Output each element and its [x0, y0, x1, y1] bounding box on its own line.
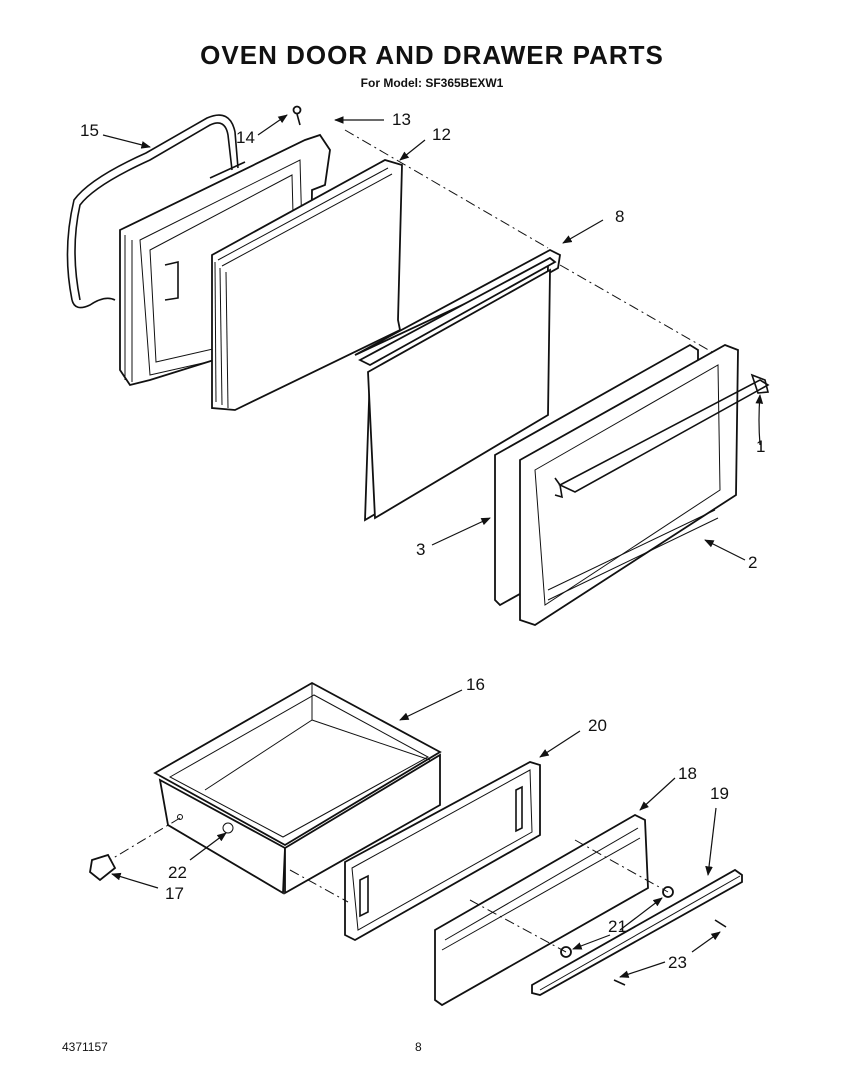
- callout-15: 15: [80, 121, 99, 140]
- assembly-line: [109, 817, 181, 861]
- callout-21: 21: [608, 917, 627, 936]
- outer-door-frame-part: [519, 344, 770, 626]
- leader-21a: [619, 897, 663, 931]
- leader-12: [399, 139, 426, 161]
- callout-13: 13: [392, 110, 411, 129]
- leader-22: [189, 832, 227, 861]
- assembly-line: [559, 264, 713, 353]
- assembly-line: [289, 869, 349, 903]
- drawer-rail-part: [531, 868, 743, 996]
- leader-16: [399, 689, 463, 721]
- document-number: 4371157: [62, 1040, 108, 1054]
- door-glass-part: [354, 248, 561, 522]
- callout-18: 18: [678, 764, 697, 783]
- callout-17: 17: [165, 884, 184, 903]
- leader-3: [431, 517, 491, 546]
- drawer-hardware: [89, 853, 727, 986]
- callout-1: 1: [756, 437, 765, 456]
- leader-23b: [691, 931, 721, 953]
- drawer-trim-part: [434, 813, 649, 1007]
- leader-23a: [619, 961, 666, 978]
- assembly-line: [469, 899, 567, 953]
- leader-18: [639, 777, 676, 811]
- leader-21b: [572, 934, 611, 950]
- assembly-line: [344, 129, 549, 249]
- callout-12: 12: [432, 125, 451, 144]
- leader-14: [257, 114, 288, 136]
- callout-2: 2: [748, 553, 757, 572]
- leader-2: [704, 539, 746, 561]
- leader-20: [539, 730, 581, 758]
- callout-16: 16: [466, 675, 485, 694]
- callout-3: 3: [416, 540, 425, 559]
- leader-19: [705, 807, 717, 876]
- callout-23: 23: [668, 953, 687, 972]
- insulation-part: [211, 159, 403, 411]
- model-subtitle: For Model: SF365BEXW1: [360, 76, 504, 90]
- callout-19: 19: [710, 784, 729, 803]
- leader-1: [755, 394, 764, 446]
- callout-20: 20: [588, 716, 607, 735]
- assembly-line: [574, 839, 669, 893]
- leader-15: [102, 134, 151, 149]
- callout-8: 8: [615, 207, 624, 226]
- leader-17: [111, 872, 159, 889]
- door-gasket-part: [66, 114, 239, 309]
- page-title: OVEN DOOR AND DRAWER PARTS: [200, 40, 664, 70]
- screw-shank: [296, 113, 301, 126]
- screw-part: [292, 105, 302, 115]
- callout-14: 14: [236, 128, 255, 147]
- drawer-front-panel-part: [344, 761, 541, 942]
- callout-22: 22: [168, 863, 187, 882]
- page-number: 8: [415, 1040, 422, 1054]
- leader-8: [562, 219, 604, 244]
